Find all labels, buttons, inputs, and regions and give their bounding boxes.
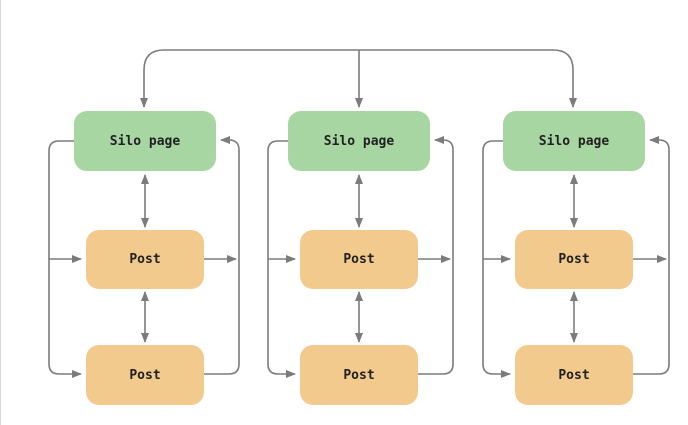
silo-page-node-1: Silo page — [74, 111, 216, 171]
silo2-left-loop — [267, 140, 296, 378]
post-label: Post — [558, 367, 590, 383]
post-to-silo1-right-trunk — [204, 136, 240, 375]
column-1-connectors — [48, 136, 240, 378]
post-label: Post — [558, 252, 590, 267]
silo-page-node-3: Silo page — [503, 111, 645, 171]
post-node-2-2: Post — [300, 345, 418, 405]
post-label: Post — [343, 252, 375, 267]
post-node-2-1: Post — [300, 230, 418, 289]
post-node-3-2: Post — [515, 345, 633, 405]
post-to-silo2-right-trunk — [418, 136, 454, 375]
column-2-connectors — [267, 136, 454, 378]
post-label: Post — [129, 252, 161, 267]
post-node-1-1: Post — [86, 230, 204, 289]
silo1-left-loop — [48, 140, 82, 378]
silo-page-label: Silo page — [323, 133, 395, 149]
post-label: Post — [129, 367, 161, 383]
column-3-connectors — [482, 136, 670, 378]
top-arrow-to-silo-3 — [552, 49, 577, 108]
post-node-3-1: Post — [515, 230, 633, 289]
top-connector — [140, 49, 577, 108]
silo-page-label: Silo page — [109, 133, 181, 149]
silo3-left-loop — [482, 140, 511, 378]
post-label: Post — [343, 367, 375, 383]
silo-page-node-2: Silo page — [288, 111, 430, 171]
top-arrow-to-silo-1 — [140, 49, 165, 108]
post-to-silo3-right-trunk — [633, 136, 670, 375]
post-node-1-2: Post — [86, 345, 204, 405]
silo-page-label: Silo page — [538, 133, 610, 149]
